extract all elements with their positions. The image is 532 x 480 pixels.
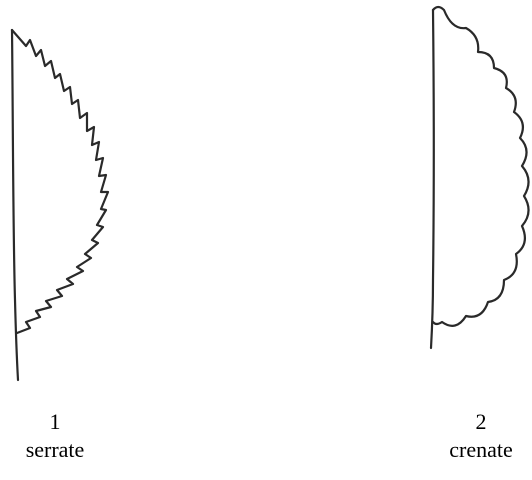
- crenate-midrib: [429, 8, 435, 350]
- crenate-leaf-outline: [429, 5, 530, 350]
- figure-2-caption: 2 crenate: [430, 408, 532, 464]
- serrate-margin: [10, 28, 110, 335]
- serrate-midrib: [10, 28, 20, 382]
- figure-2-number: 2: [475, 409, 487, 434]
- crenate-margin: [431, 5, 530, 327]
- figure-1-caption: 1 serrate: [10, 408, 100, 464]
- figure-1-number: 1: [49, 409, 61, 434]
- serrate-leaf-outline: [10, 28, 110, 382]
- figure-1-label: serrate: [25, 437, 85, 462]
- figure-2-label: crenate: [449, 437, 513, 462]
